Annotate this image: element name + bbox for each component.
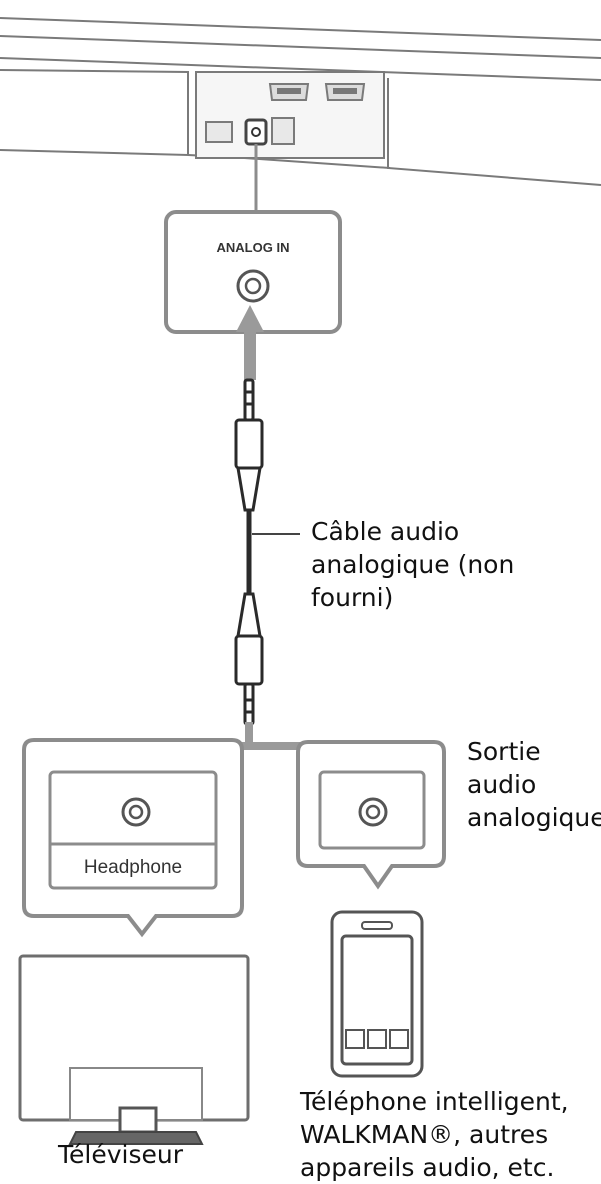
analog-audio-cable — [234, 378, 264, 726]
device-jack-icon — [358, 797, 388, 827]
soundbar — [0, 17, 601, 186]
analog-in-label: ANALOG IN — [217, 240, 290, 255]
device-output-callout — [296, 740, 446, 890]
analog-in-callout: ANALOG IN — [164, 210, 342, 334]
output-label: Sortie audio analogique — [467, 737, 601, 832]
arrow-up-icon — [236, 305, 264, 380]
television-icon — [18, 954, 250, 1145]
smartphone-icon — [330, 910, 424, 1078]
tv-label: Téléviseur — [58, 1140, 183, 1169]
cable-label: Câble audio analogique (non fourni) — [311, 517, 515, 612]
headphone-label: Headphone — [84, 857, 182, 878]
headphone-callout: Headphone — [22, 738, 244, 938]
devices-label: Téléphone intelligent, WALKMAN®, autres … — [300, 1087, 569, 1182]
analog-in-jack-icon — [236, 269, 270, 303]
headphone-jack-icon — [121, 797, 151, 827]
